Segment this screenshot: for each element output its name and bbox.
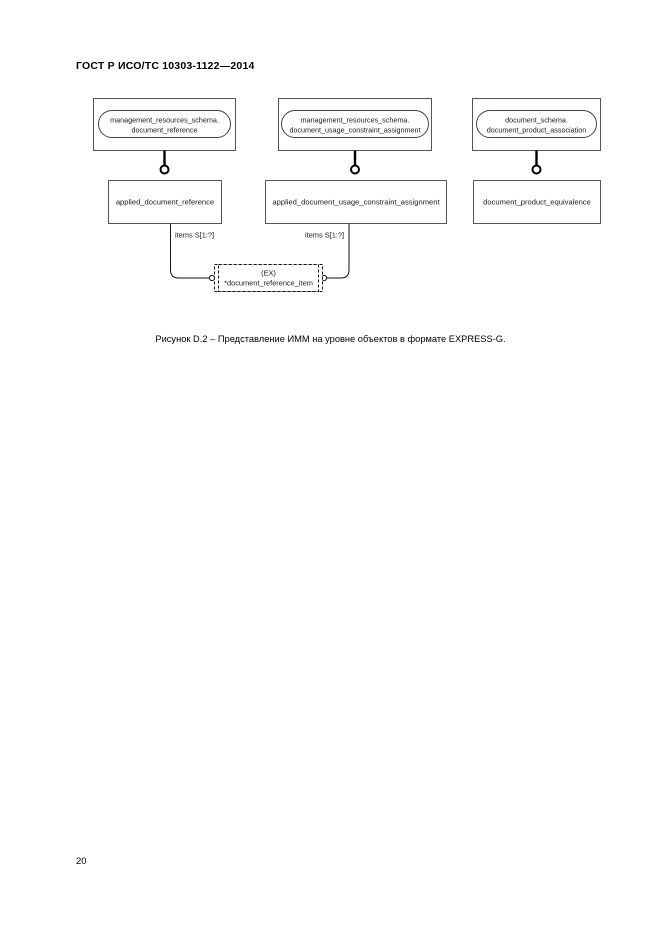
role-ring-1 bbox=[208, 274, 216, 282]
schema-label-2-line1: management_resources_schema. bbox=[301, 116, 410, 125]
select-box-inner bbox=[218, 264, 319, 292]
select-label-line2: *document_reference_item bbox=[224, 279, 313, 288]
select-label-line1: (EX) bbox=[261, 269, 276, 278]
schema-block-1: management_resources_schema. document_re… bbox=[93, 98, 236, 151]
role-label-2: items S[1:?] bbox=[305, 231, 344, 240]
schema-stadium-1 bbox=[98, 110, 231, 138]
entity-box-2 bbox=[265, 180, 447, 224]
entity-block-2: applied_document_usage_constraint_assign… bbox=[265, 180, 447, 224]
figure-d2: management_resources_schema. document_re… bbox=[0, 0, 661, 330]
role-label-1: items S[1:?] bbox=[175, 231, 214, 240]
entity-block-3: document_product_equivalence bbox=[473, 180, 601, 224]
schema-label-3-line2: document_product_association bbox=[487, 126, 587, 135]
entity-block-1: applied_document_reference bbox=[108, 180, 222, 224]
role-connector-2 bbox=[327, 223, 350, 279]
supertype-ring-2 bbox=[350, 164, 360, 175]
figure-caption: Рисунок D.2 – Представление ИММ на уровн… bbox=[155, 334, 506, 344]
entity-box-3 bbox=[473, 180, 601, 224]
schema-block-3: document_schema. document_product_associ… bbox=[472, 98, 601, 151]
schema-label-1-line2: document_reference bbox=[132, 126, 198, 135]
supertype-ring-3 bbox=[531, 164, 542, 175]
page-header: ГОСТ Р ИСО/ТС 10303-1122—2014 bbox=[76, 60, 255, 72]
entity-label-3: document_product_equivalence bbox=[483, 198, 591, 207]
schema-label-3-line1: document_schema. bbox=[505, 116, 568, 125]
entity-label-2: applied_document_usage_constraint_assign… bbox=[272, 198, 440, 207]
select-block: (EX) *document_reference_item bbox=[214, 264, 323, 292]
schema-label-1-line1: management_resources_schema. bbox=[110, 116, 219, 125]
schema-block-2: management_resources_schema. document_us… bbox=[278, 98, 432, 151]
page-number: 20 bbox=[76, 856, 87, 867]
entity-box-1 bbox=[108, 180, 222, 224]
schema-stadium-3 bbox=[476, 110, 597, 138]
entity-label-1: applied_document_reference bbox=[116, 198, 214, 207]
schema-stadium-2 bbox=[281, 110, 429, 138]
supertype-ring-1 bbox=[159, 164, 170, 175]
role-connector-1 bbox=[170, 223, 209, 279]
schema-label-2-line2: document_usage_constraint_assignment bbox=[289, 126, 420, 135]
